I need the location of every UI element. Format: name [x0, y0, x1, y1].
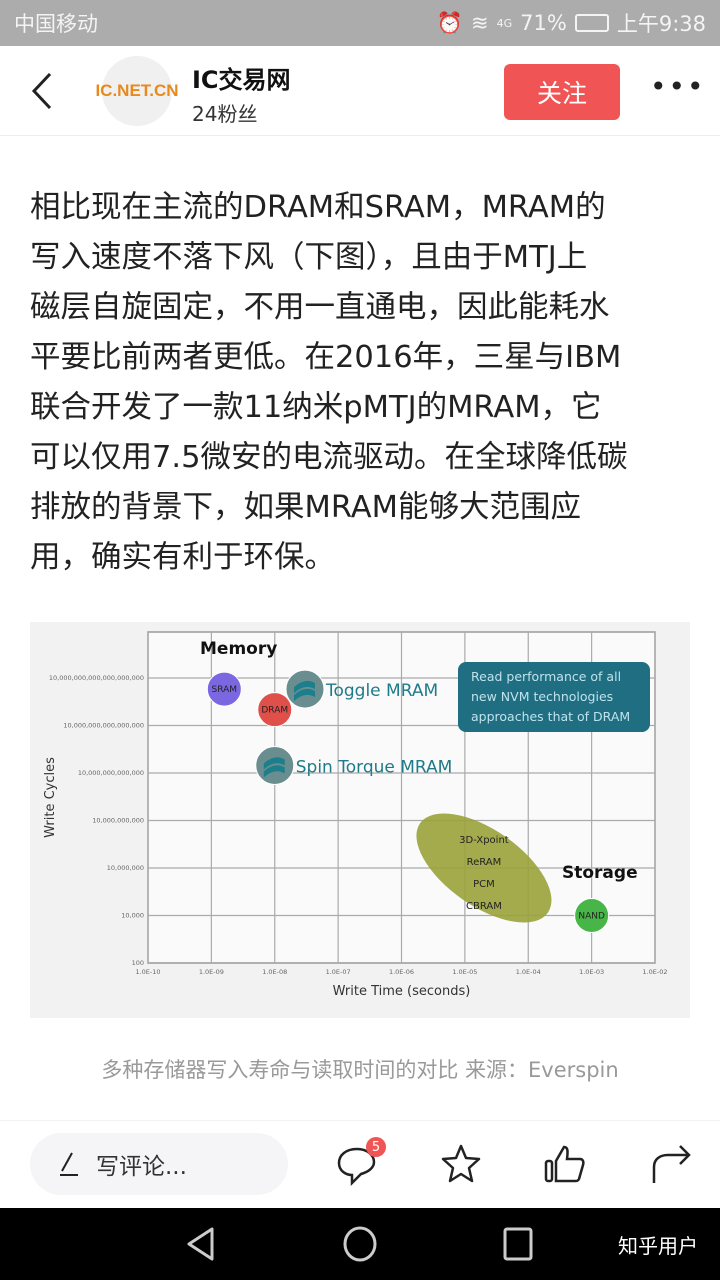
follow-button[interactable]: 关注: [504, 64, 620, 120]
x-tick-label: 1.0E-02: [642, 968, 667, 976]
x-tick-label: 1.0E-03: [579, 968, 604, 976]
comment-icon[interactable]: [334, 1141, 380, 1187]
alarm-icon: ⏰: [436, 10, 463, 35]
nav-recents-icon[interactable]: [502, 1226, 536, 1262]
star-icon[interactable]: [438, 1141, 484, 1187]
article-text: 相比现在主流的DRAM和SRAM，MRAM的 写入速度不落下风（下图），且由于M…: [30, 183, 700, 583]
x-tick-label: 1.0E-09: [199, 968, 224, 976]
x-tick-label: 1.0E-07: [326, 968, 351, 976]
x-tick-label: 1.0E-05: [452, 968, 477, 976]
data-point-label: Toggle MRAM: [325, 681, 438, 701]
annotation-box: [458, 662, 650, 732]
article-line: 用，确实有利于环保。: [30, 540, 335, 575]
back-icon[interactable]: [26, 68, 62, 114]
comment-count-badge: 5: [366, 1137, 386, 1157]
nav-back-icon[interactable]: [184, 1226, 216, 1262]
annotation-text: approaches that of DRAM: [471, 709, 630, 724]
x-tick-label: 1.0E-04: [516, 968, 541, 976]
more-icon[interactable]: •••: [650, 70, 706, 103]
mram-icon: [263, 757, 285, 778]
nvm-region-label: ReRAM: [467, 857, 502, 868]
nvm-region-ellipse: [416, 813, 552, 923]
data-point-dram: [257, 692, 293, 728]
article-line: 相比现在主流的DRAM和SRAM，MRAM的: [30, 190, 606, 225]
y-tick-label: 10,000: [121, 912, 144, 920]
wifi-icon: ≋: [471, 11, 489, 35]
y-tick-label: 10,000,000,000,000,000,000: [49, 674, 144, 682]
nvm-region-label: CBRAM: [466, 901, 502, 912]
battery-icon: [574, 14, 609, 32]
avatar[interactable]: IC.NET.CN: [95, 56, 179, 126]
pen-icon: [60, 1152, 78, 1176]
status-bar: 中国移动 ⏰ ≋ 4G 71% 上午9:38: [0, 0, 720, 46]
annotation-text: new NVM technologies: [471, 689, 613, 704]
figure-caption: 多种存储器写入寿命与读取时间的对比 来源：Everspin: [101, 1058, 619, 1082]
group-label-storage: Storage: [562, 863, 638, 883]
watermark-user: 知乎用户: [618, 1234, 698, 1258]
share-icon[interactable]: [648, 1141, 694, 1187]
article-line: 排放的背景下，如果MRAM能够大范围应: [30, 490, 581, 525]
data-point-label: NAND: [578, 912, 605, 922]
x-tick-label: 1.0E-08: [262, 968, 287, 976]
battery-percent: 71%: [520, 11, 567, 35]
clock: 上午9:38: [616, 12, 706, 36]
y-tick-label: 10,000,000,000,000: [78, 769, 144, 777]
y-tick-label: 10,000,000,000,000,000: [63, 722, 144, 730]
group-label-memory: Memory: [200, 639, 277, 659]
x-tick-label: 1.0E-10: [135, 968, 160, 976]
signal-icon: 4G: [496, 16, 513, 30]
nav-home-icon[interactable]: [342, 1226, 378, 1262]
article-line: 写入速度不落下风（下图），且由于MTJ上: [30, 240, 588, 275]
article-line: 平要比前两者更低。在2016年，三星与IBM: [30, 340, 622, 375]
comment-input[interactable]: 写评论...: [30, 1133, 288, 1195]
comment-placeholder: 写评论...: [96, 1154, 187, 1180]
system-nav-bar: 知乎用户: [0, 1208, 720, 1280]
mram-icon: [293, 680, 315, 702]
x-axis-label: Write Time (seconds): [333, 984, 471, 999]
data-point-label: SRAM: [212, 685, 238, 695]
nvm-region-label: 3D-Xpoint: [459, 835, 509, 846]
account-name[interactable]: IC交易网: [192, 66, 291, 94]
y-tick-label: 10,000,000: [107, 864, 144, 872]
like-icon[interactable]: [542, 1141, 588, 1187]
y-tick-label: 10,000,000,000: [92, 817, 144, 825]
chart-figure[interactable]: 1.0E-10 1.0E-09 1.0E-08 1.0E-07 1.0E-06 1.0E-…: [30, 622, 690, 1018]
article-line: 联合开发了一款11纳米pMTJ的MRAM，它: [30, 390, 602, 425]
x-tick-label: 1.0E-06: [389, 968, 414, 976]
y-axis-label: Write Cycles: [43, 757, 58, 838]
follower-count: 24粉丝: [192, 102, 258, 126]
carrier: 中国移动: [14, 12, 98, 36]
chart: 1.0E-10 1.0E-09 1.0E-08 1.0E-07 1.0E-06 1.0E-…: [43, 631, 668, 999]
data-point-label: Spin Torque MRAM: [296, 757, 453, 777]
y-tick-label: 100: [132, 959, 144, 967]
article-line: 磁层自旋固定，不用一直通电，因此能耗水: [30, 290, 610, 325]
header: IC.NET.CN IC交易网 24粉丝 关注 •••: [0, 46, 720, 136]
article-line: 可以仅用7.5微安的电流驱动。在全球降低碳: [30, 440, 628, 475]
data-point-label: DRAM: [261, 706, 288, 716]
data-point-nand: [574, 898, 610, 933]
data-point-sram: [206, 671, 242, 707]
annotation-text: Read performance of all: [471, 669, 621, 684]
bottom-action-bar: 写评论... 5: [0, 1120, 720, 1208]
avatar-logo: IC.NET.CN: [95, 81, 179, 100]
nvm-region-label: PCM: [473, 879, 495, 890]
